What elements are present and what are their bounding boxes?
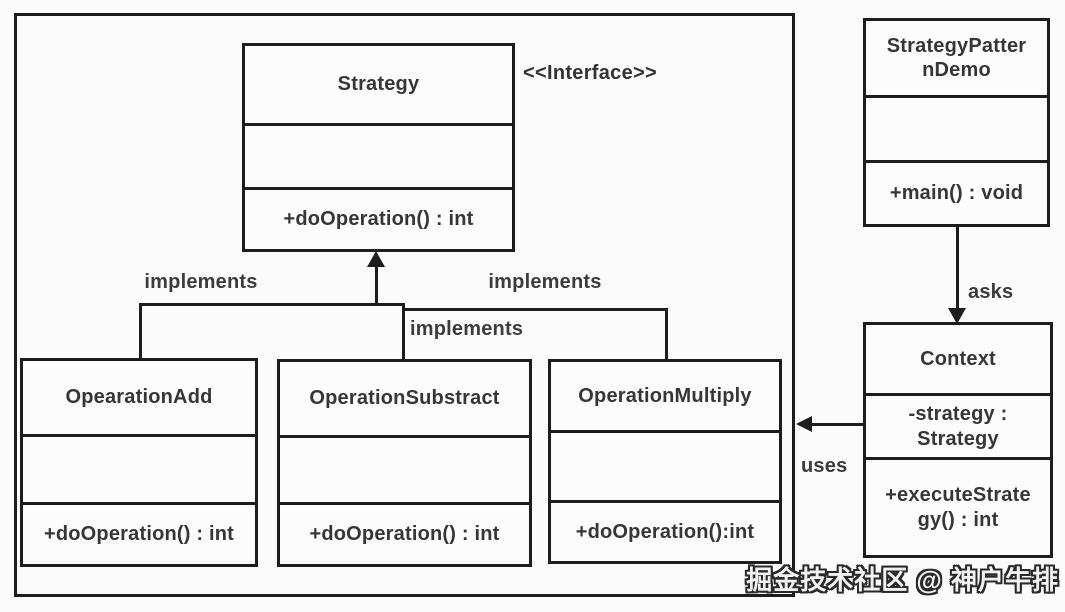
asks-arrowhead-down-icon xyxy=(948,308,966,324)
implements-arrow-line xyxy=(375,265,378,306)
context-attribute: -strategy : Strategy xyxy=(866,393,1050,457)
operation-substract-class-name: OperationSubstract xyxy=(309,387,500,410)
strategy-pattern-demo-class-name: StrategyPatter nDemo xyxy=(866,21,1047,95)
operation-multiply-class-name: OperationMultiply xyxy=(578,384,752,407)
class-box-opearation-add: OpearationAdd +doOperation() : int xyxy=(20,358,258,567)
implements-arrowhead-up-icon xyxy=(367,251,385,267)
strategy-pattern-demo-name-line-1: StrategyPatter xyxy=(886,34,1027,57)
implements-trunk-jog xyxy=(402,303,405,311)
opearation-add-method: +doOperation() : int xyxy=(23,502,255,564)
asks-arrow-line xyxy=(956,227,959,311)
context-attribute-line-2: Strategy xyxy=(917,427,999,450)
opearation-add-attributes-section xyxy=(23,434,255,502)
class-box-operation-multiply: OperationMultiply +doOperation():int xyxy=(548,359,782,564)
class-box-strategy-pattern-demo: StrategyPatter nDemo +main() : void xyxy=(863,18,1050,227)
implements-label-multiply: implements xyxy=(488,271,602,293)
asks-label: asks xyxy=(968,281,1014,303)
operation-multiply-attributes-section xyxy=(551,430,779,500)
uses-label: uses xyxy=(801,455,848,477)
implements-label-substract: implements xyxy=(410,318,524,340)
watermark-text: 掘金技术社区 @ 神户牛排 xyxy=(746,565,1059,595)
context-class-name: Context xyxy=(920,347,996,370)
strategy-class-name: Strategy xyxy=(337,73,420,96)
strategy-pattern-demo-method: +main() : void xyxy=(866,160,1047,224)
context-method-line-2: gy() : int xyxy=(917,508,999,531)
class-box-operation-substract: OperationSubstract +doOperation() : int xyxy=(277,359,532,567)
operation-substract-attributes-section xyxy=(280,435,529,502)
implements-label-add: implements xyxy=(144,271,258,293)
diagram-outer-frame xyxy=(14,13,795,597)
operation-substract-method: +doOperation() : int xyxy=(280,502,529,564)
context-attribute-line-1: -strategy : xyxy=(908,403,1008,426)
operation-multiply-method: +doOperation():int xyxy=(551,500,779,561)
strategy-pattern-demo-attributes-section xyxy=(866,95,1047,160)
implements-riser-substract xyxy=(402,308,405,362)
interface-stereotype-label: <<Interface>> xyxy=(523,62,657,84)
uses-arrowhead-left-icon xyxy=(796,416,812,432)
strategy-attributes-section xyxy=(245,123,512,187)
implements-riser-multiply xyxy=(665,310,668,362)
strategy-method: +doOperation() : int xyxy=(245,187,512,249)
strategy-pattern-demo-name-line-2: nDemo xyxy=(922,59,991,81)
implements-riser-add xyxy=(139,305,142,361)
uses-arrow-line xyxy=(810,423,865,426)
class-box-context: Context -strategy : Strategy +executeStr… xyxy=(863,322,1053,558)
implements-trunk-line-left xyxy=(139,303,405,306)
opearation-add-class-name: OpearationAdd xyxy=(65,386,213,409)
implements-trunk-line-right xyxy=(402,308,668,311)
context-method: +executeStrate gy() : int xyxy=(866,457,1050,555)
context-method-line-1: +executeStrate xyxy=(885,484,1031,507)
class-box-strategy: Strategy +doOperation() : int xyxy=(242,43,515,252)
